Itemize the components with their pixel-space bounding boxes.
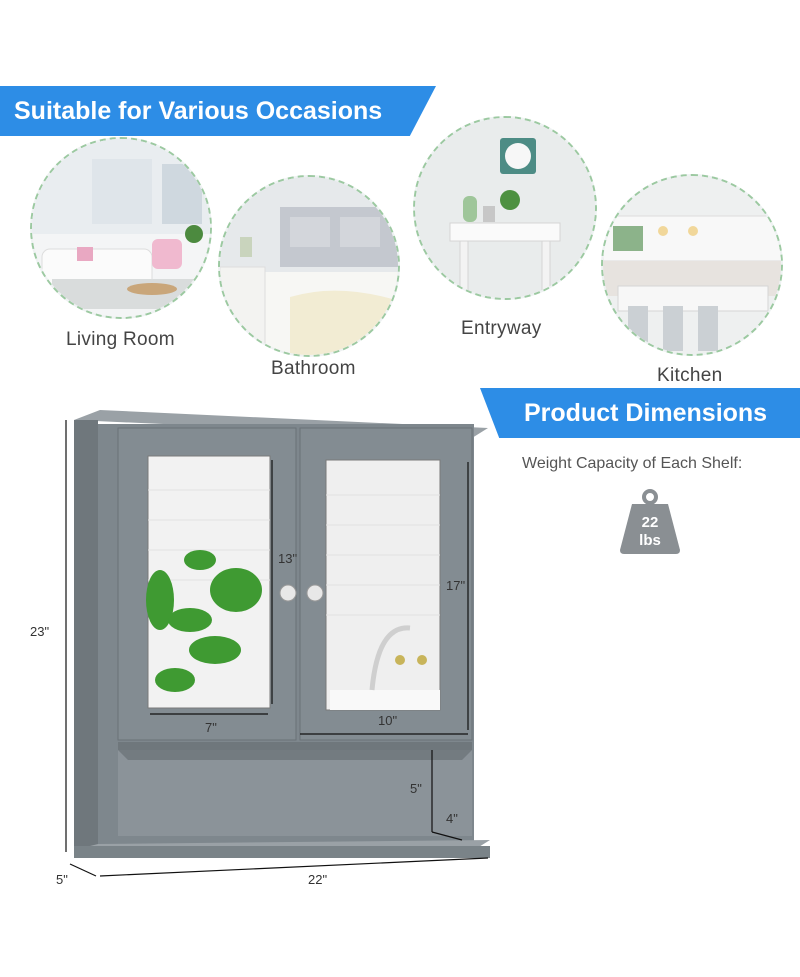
open-shelf: [118, 750, 472, 836]
dim-height: 23": [30, 624, 50, 639]
bathroom-photo: [218, 175, 400, 357]
dim-mirror-right-width: 10": [378, 713, 398, 728]
dim-depth: 5": [56, 872, 68, 887]
dim-shelf-height: 5": [410, 781, 422, 796]
dim-mirror-right-height: 17": [446, 578, 466, 593]
faucet-reflection: [330, 625, 440, 710]
occasions-banner: Suitable for Various Occasions: [0, 86, 436, 136]
entryway-photo: [413, 116, 597, 300]
cabinet-bottom: [74, 846, 490, 858]
occasions-title: Suitable for Various Occasions: [14, 96, 383, 125]
kitchen-label: Kitchen: [657, 365, 723, 386]
dimensions-title: Product Dimensions: [524, 398, 768, 427]
entryway-label: Entryway: [461, 318, 542, 339]
dim-mirror-left-width: 7": [205, 720, 217, 735]
weight-icon: 22 lbs: [610, 488, 690, 558]
right-knob: [306, 584, 324, 602]
weight-value: 22: [641, 514, 659, 531]
weight-capacity-note: Weight Capacity of Each Shelf:: [522, 455, 743, 472]
living-room-label: Living Room: [66, 329, 175, 350]
dim-shelf-depth: 4": [446, 811, 458, 826]
weight-unit: lbs: [639, 532, 661, 549]
plant-reflection: [146, 550, 262, 692]
dimensions-banner: Product Dimensions: [480, 388, 800, 438]
dim-width: 22": [308, 872, 328, 887]
dim-mirror-left-height: 13": [278, 551, 298, 566]
left-knob: [279, 584, 297, 602]
kitchen-photo: [601, 174, 783, 356]
bathroom-label: Bathroom: [271, 358, 356, 379]
cabinet-side: [74, 420, 98, 850]
